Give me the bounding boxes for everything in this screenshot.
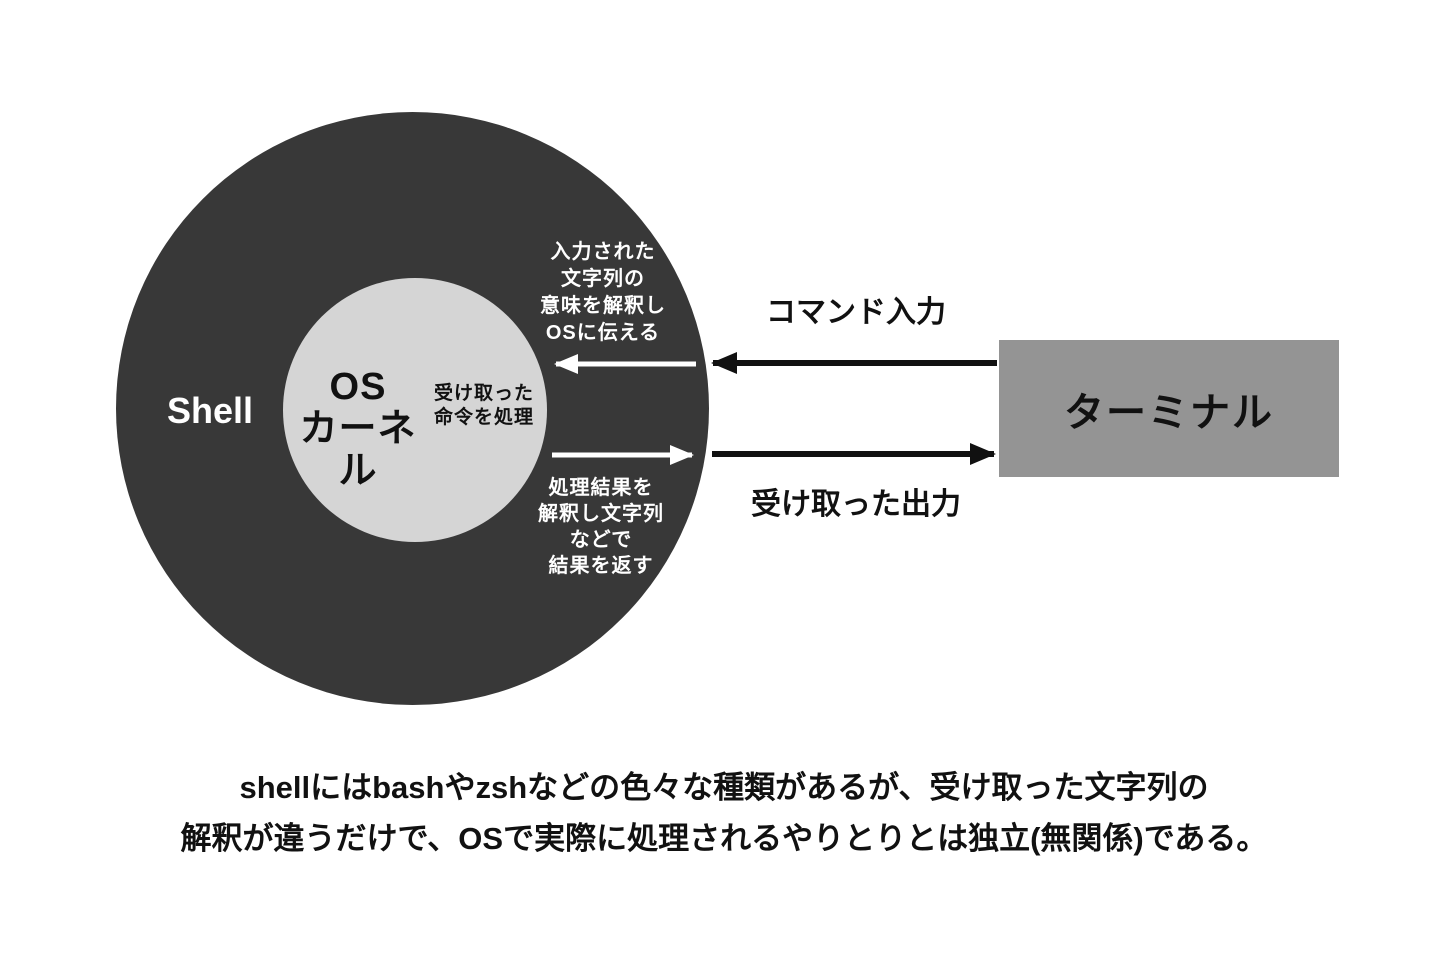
caption-line-2: 解釈が違うだけで、OSで実際に処理されるやりとりとは独立(無関係)である。: [180, 821, 1268, 856]
caption-line-1: shellにはbashやzshなどの色々な種類があるが、受け取った文字列の: [239, 770, 1209, 805]
terminal-box: ターミナル: [999, 340, 1339, 477]
shell-interpret-note-line-3: 意味を解釈し: [540, 295, 666, 317]
shell-interpret-note-line-2: 文字列の: [561, 268, 645, 290]
shell-result-note-line-2: 解釈し文字列: [538, 503, 664, 525]
shell-interpret-note: 入力された 文字列の 意味を解釈し OSに伝える: [518, 239, 688, 347]
kernel-circle: [283, 278, 547, 542]
shell-result-note: 処理結果を 解釈し文字列 などで 結果を返す: [518, 475, 684, 579]
kernel-label: OS カーネル: [283, 366, 433, 492]
shell-result-note-line-1: 処理結果を: [548, 477, 654, 499]
terminal-label: ターミナル: [1064, 390, 1274, 435]
kernel-label-line-1: OS: [329, 366, 387, 408]
received-output-label: 受け取った出力: [751, 488, 961, 521]
shell-result-note-line-4: 結果を返す: [548, 555, 654, 577]
kernel-process-note: 受け取った 命令を処理: [428, 382, 540, 430]
kernel-process-note-line-2: 命令を処理: [433, 407, 534, 428]
shell-interpret-note-line-1: 入力された: [550, 241, 656, 263]
caption: shellにはbashやzshなどの色々な種類があるが、受け取った文字列の 解釈…: [0, 762, 1448, 864]
kernel-process-note-line-1: 受け取った: [433, 383, 534, 404]
shell-result-note-line-3: などで: [569, 529, 633, 551]
shell-interpret-note-line-4: OSに伝える: [545, 322, 661, 344]
command-input-label: コマンド入力: [766, 296, 946, 329]
shell-label: Shell: [167, 390, 254, 431]
kernel-label-line-2: カーネル: [299, 408, 417, 492]
